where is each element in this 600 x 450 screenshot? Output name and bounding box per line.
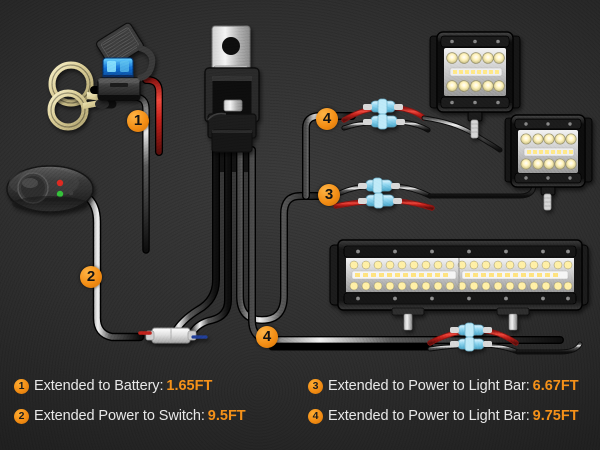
wire-ring-negative-stub xyxy=(95,99,117,109)
callout-badge-4-top: 4 xyxy=(316,108,338,130)
led-pod-light-top xyxy=(429,31,521,139)
legend-item-3: 3 Extended to Power to Light Bar: 6.67FT xyxy=(308,378,579,394)
switch-led-red xyxy=(56,179,64,187)
legend-item-2: 2 Extended Power to Switch: 9.5FT xyxy=(14,408,246,424)
waterproof-inline-connector xyxy=(138,327,208,344)
legend-value-1: 1.65FT xyxy=(166,378,213,394)
led-pod-light-middle xyxy=(504,114,593,211)
light-bar-flood-chips xyxy=(355,273,558,277)
dual-row-led-light-bar xyxy=(329,239,589,331)
legend-value-2: 9.5FT xyxy=(207,408,246,424)
legend-item-4: 4 Extended to Power to Light Bar: 9.75FT xyxy=(308,408,579,424)
on-off-rocker-switch[interactable] xyxy=(6,165,94,213)
inline-blade-fuse-holder xyxy=(96,22,156,101)
legend-item-1: 1 Extended to Battery: 1.65FT xyxy=(14,378,212,394)
light-bar-mounting-brackets xyxy=(391,307,530,331)
legend-label-2: Extended Power to Switch: xyxy=(34,408,205,424)
light-bar-led-row-top xyxy=(349,260,573,270)
legend-badge-2: 2 xyxy=(14,408,29,424)
callout-badge-4-bottom: 4 xyxy=(256,326,278,348)
light-bar-screws xyxy=(356,249,570,301)
pod-mid-led-row-bottom xyxy=(520,158,577,170)
legend-label-4: Extended to Power to Light Bar: xyxy=(328,408,530,424)
automotive-relay xyxy=(204,25,260,153)
pod-led-row-top xyxy=(446,52,505,64)
callout-badge-3: 3 xyxy=(318,184,340,206)
legend-label-1: Extended to Battery: xyxy=(34,378,164,394)
callout-badge-1: 1 xyxy=(127,110,149,132)
light-bar-led-row-bottom xyxy=(349,281,573,291)
legend-badge-1: 1 xyxy=(14,378,29,394)
legend-value-4: 9.75FT xyxy=(532,408,579,424)
pod-led-row-bottom xyxy=(446,80,505,92)
wire-bottom-return xyxy=(515,341,583,355)
bullet-connector-pair-top xyxy=(341,98,503,153)
measurements-legend: 1 Extended to Battery: 1.65FT 2 Extended… xyxy=(0,374,600,450)
switch-led-green xyxy=(56,190,64,198)
wire-switch-lead xyxy=(81,191,145,342)
pod-mid-led-row-top xyxy=(520,133,577,145)
legend-badge-3: 3 xyxy=(308,378,323,394)
callout-badge-2: 2 xyxy=(80,266,102,288)
legend-label-3: Extended to Power to Light Bar: xyxy=(328,378,530,394)
bullet-connector-pair-bottom xyxy=(427,322,521,355)
wire-battery-positive xyxy=(142,76,163,156)
legend-badge-4: 4 xyxy=(308,408,323,424)
bullet-connector-pair-mid xyxy=(333,173,537,211)
legend-value-3: 6.67FT xyxy=(532,378,579,394)
